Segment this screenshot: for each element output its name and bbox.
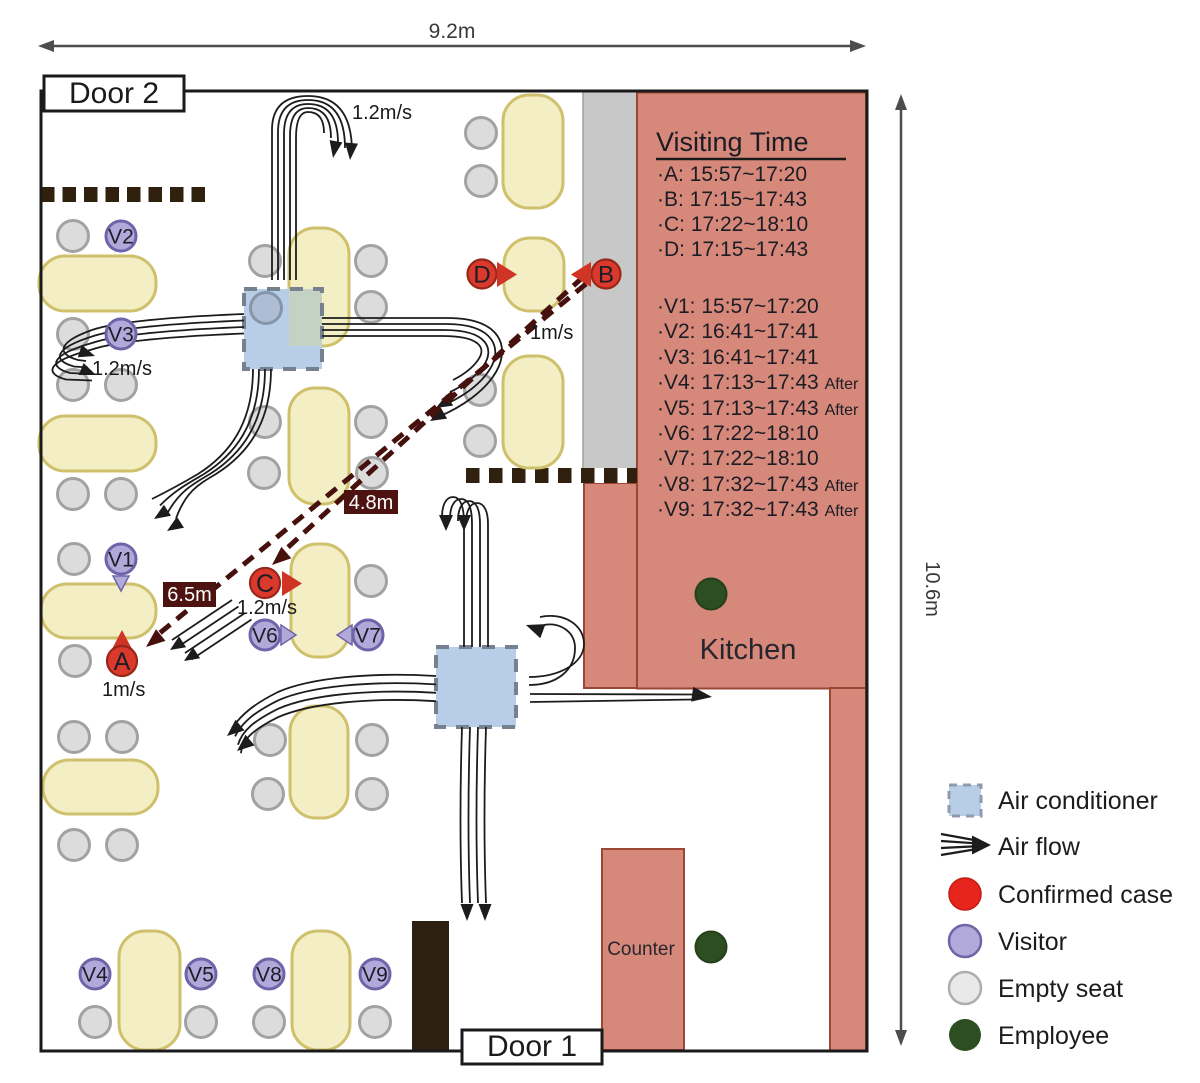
svg-text:·V4: 17:13~17:43 After: ·V4: 17:13~17:43 After [657,371,859,394]
svg-text:·V7: 17:22~18:10: ·V7: 17:22~18:10 [657,447,819,470]
svg-text:Confirmed case: Confirmed case [998,881,1173,909]
svg-text:4.8m: 4.8m [349,492,393,514]
svg-text:Visiting Time: Visiting Time [656,127,809,157]
svg-text:·V9: 17:32~17:43 After: ·V9: 17:32~17:43 After [657,498,859,521]
svg-text:·A: 15:57~17:20: ·A: 15:57~17:20 [657,163,807,186]
svg-text:1m/s: 1m/s [102,679,145,701]
svg-text:·V6: 17:22~18:10: ·V6: 17:22~18:10 [657,422,819,445]
svg-text:V9: V9 [362,964,388,987]
svg-text:V6: V6 [252,625,278,648]
svg-text:9.2m: 9.2m [429,20,476,43]
svg-text:Door 1: Door 1 [487,1030,577,1063]
svg-text:·V3: 16:41~17:41: ·V3: 16:41~17:41 [657,346,819,369]
svg-text:D: D [473,262,490,289]
svg-text:1.2m/s: 1.2m/s [352,102,412,124]
svg-text:6.5m: 6.5m [167,584,211,606]
svg-text:V3: V3 [108,324,134,347]
svg-text:Employee: Employee [998,1022,1109,1050]
svg-text:10.6m: 10.6m [921,561,943,617]
svg-text:V1: V1 [108,549,134,572]
svg-text:V5: V5 [188,964,214,987]
svg-text:1.2m/s: 1.2m/s [237,597,297,619]
svg-text:V7: V7 [355,625,381,648]
svg-text:Counter: Counter [607,939,675,960]
svg-text:C: C [256,570,274,598]
svg-text:·V2: 16:41~17:41: ·V2: 16:41~17:41 [657,320,819,343]
svg-text:1.2m/s: 1.2m/s [92,358,152,380]
svg-text:Empty seat: Empty seat [998,975,1123,1003]
svg-text:·V5: 17:13~17:43 After: ·V5: 17:13~17:43 After [657,397,859,420]
svg-text:V2: V2 [108,226,134,249]
svg-text:·B: 17:15~17:43: ·B: 17:15~17:43 [657,188,807,211]
svg-text:Kitchen: Kitchen [700,634,797,666]
svg-text:Visitor: Visitor [998,928,1067,956]
svg-text:V4: V4 [82,964,108,987]
svg-text:Door 2: Door 2 [69,77,159,110]
svg-text:·V1: 15:57~17:20: ·V1: 15:57~17:20 [657,295,819,318]
svg-text:Air conditioner: Air conditioner [998,787,1158,815]
svg-text:·C: 17:22~18:10: ·C: 17:22~18:10 [657,213,808,236]
svg-text:V8: V8 [256,964,282,987]
svg-text:Air flow: Air flow [998,833,1081,861]
svg-text:1m/s: 1m/s [530,322,573,344]
svg-text:·D: 17:15~17:43: ·D: 17:15~17:43 [657,238,808,261]
svg-text:A: A [114,648,131,676]
svg-text:B: B [598,262,614,289]
svg-text:·V8: 17:32~17:43 After: ·V8: 17:32~17:43 After [657,473,859,496]
